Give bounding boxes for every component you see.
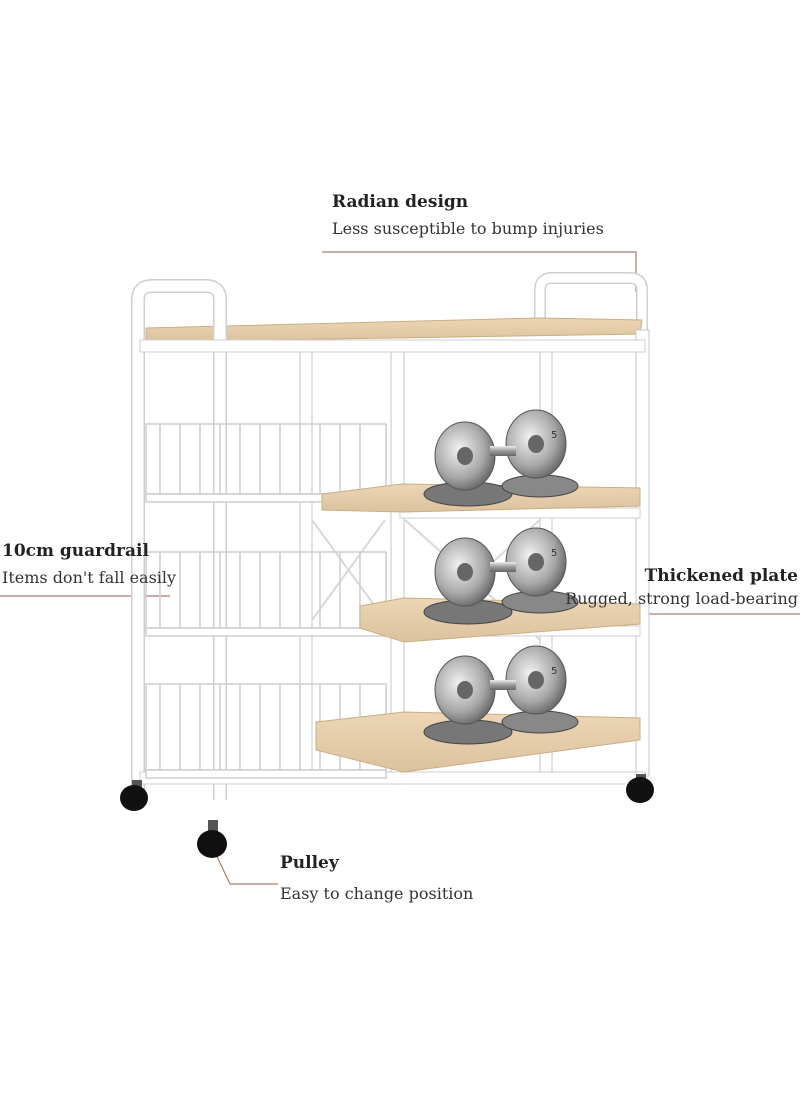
plate-title: Thickened plate: [644, 566, 798, 586]
plate-marking-2: 5: [551, 548, 557, 559]
pulley-leader: [211, 845, 278, 885]
plate-marking-3: 5: [551, 666, 557, 677]
wire-basket-group: [145, 423, 387, 779]
pulley-desc: Easy to change position: [280, 884, 474, 903]
plate-marking-1: 5: [551, 430, 557, 441]
guardrail-desc: Items don't fall easily: [2, 568, 177, 587]
plate-markings: 5 5 5: [551, 430, 557, 677]
rack-frame-front: [131, 279, 650, 800]
dumbbell-icon: [423, 409, 579, 745]
caster-wheel-icon: [120, 774, 654, 858]
guardrail-title: 10cm guardrail: [2, 541, 149, 561]
radian-title: Radian design: [332, 192, 469, 212]
wire-basket-2: [145, 551, 387, 637]
plate-desc: Rugged, strong load-bearing: [565, 589, 798, 608]
pulley-title: Pulley: [280, 853, 339, 873]
dumbbell-set-1: [423, 409, 579, 507]
dumbbell-set-2: [423, 527, 579, 625]
radian-desc: Less susceptible to bump injuries: [332, 219, 604, 238]
dumbbell-set-3: [423, 645, 579, 745]
